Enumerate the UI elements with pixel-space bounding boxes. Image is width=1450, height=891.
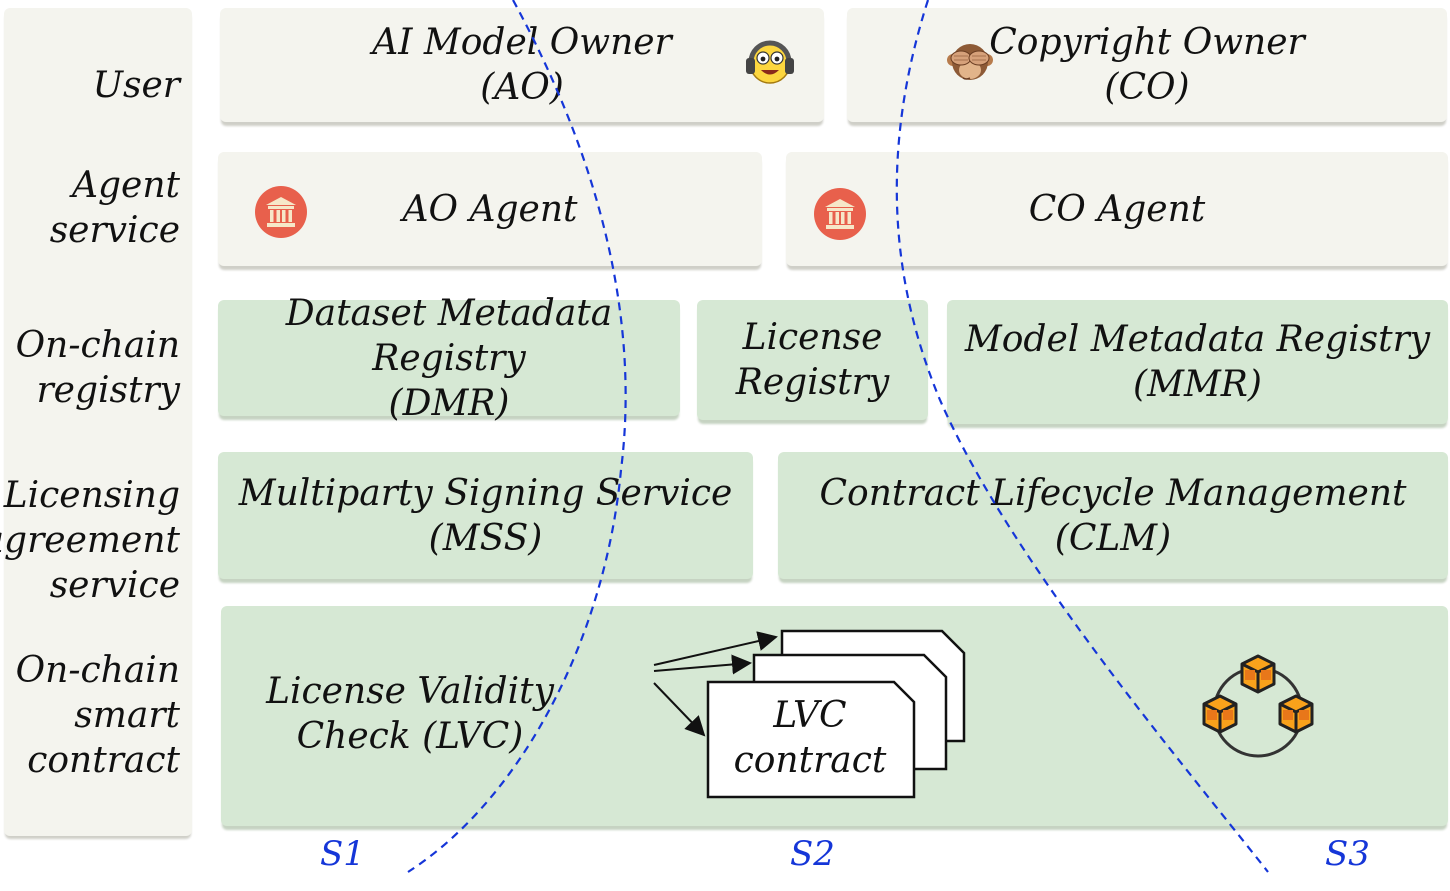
see-no-evil-monkey-icon bbox=[947, 44, 993, 80]
stream-label-s2: S2 bbox=[790, 834, 835, 874]
mss-label: Multiparty Signing Service (MSS) bbox=[238, 472, 733, 559]
blockchain-cubes-icon bbox=[1202, 654, 1314, 758]
lvc-contract-label: LVC contract bbox=[733, 695, 887, 781]
lvc-text-box: License Validity Check (LVC) bbox=[260, 668, 560, 760]
mmr-label: Model Metadata Registry (MMR) bbox=[964, 319, 1431, 405]
layer-label-on-chain-registry: On-chain registry bbox=[15, 325, 180, 411]
lvc-contract-text-box: LVC contract bbox=[708, 692, 912, 784]
copyright-owner-box: Copyright Owner (CO) bbox=[847, 8, 1447, 122]
ai-model-owner-label: AI Model Owner (AO) bbox=[372, 22, 672, 108]
lvc-label: License Validity Check (LVC) bbox=[266, 671, 554, 757]
layer-label-on-chain-smart-contract: On-chain smart contract bbox=[15, 650, 180, 781]
bank-building-icon bbox=[255, 186, 307, 238]
layer-label-licensing-agreement-service: Licensing agreement service bbox=[0, 475, 180, 606]
s1-boundary-line bbox=[407, 0, 627, 873]
mmr-box: Model Metadata Registry (MMR) bbox=[947, 300, 1448, 424]
clm-label: Contract Lifecycle Management (CLM) bbox=[819, 472, 1407, 559]
copyright-owner-label: Copyright Owner (CO) bbox=[989, 22, 1305, 108]
layer-label-agent-service: Agent service bbox=[49, 165, 180, 251]
dmr-box: Dataset Metadata Registry (DMR) bbox=[218, 293, 680, 424]
stream-label-s3: S3 bbox=[1325, 834, 1370, 874]
clm-box: Contract Lifecycle Management (CLM) bbox=[778, 452, 1448, 579]
headphone-face-icon bbox=[746, 40, 794, 84]
dmr-label: Dataset Metadata Registry (DMR) bbox=[285, 292, 613, 424]
license-registry-label: License Registry bbox=[735, 317, 890, 403]
lvc-contract-documents bbox=[653, 629, 966, 799]
bank-building-icon bbox=[814, 188, 866, 240]
ao-agent-box: AO Agent bbox=[218, 152, 762, 266]
ai-model-owner-box: AI Model Owner (AO) bbox=[220, 8, 824, 122]
license-registry-box: License Registry bbox=[697, 300, 928, 420]
stream-label-s1: S1 bbox=[320, 834, 365, 874]
s2-boundary-line bbox=[895, 0, 1269, 873]
co-agent-label: CO Agent bbox=[1028, 188, 1206, 230]
layer-label-user: User bbox=[92, 65, 180, 106]
ao-agent-label: AO Agent bbox=[402, 188, 578, 230]
layer-column bbox=[4, 8, 192, 836]
mss-box: Multiparty Signing Service (MSS) bbox=[218, 452, 753, 579]
